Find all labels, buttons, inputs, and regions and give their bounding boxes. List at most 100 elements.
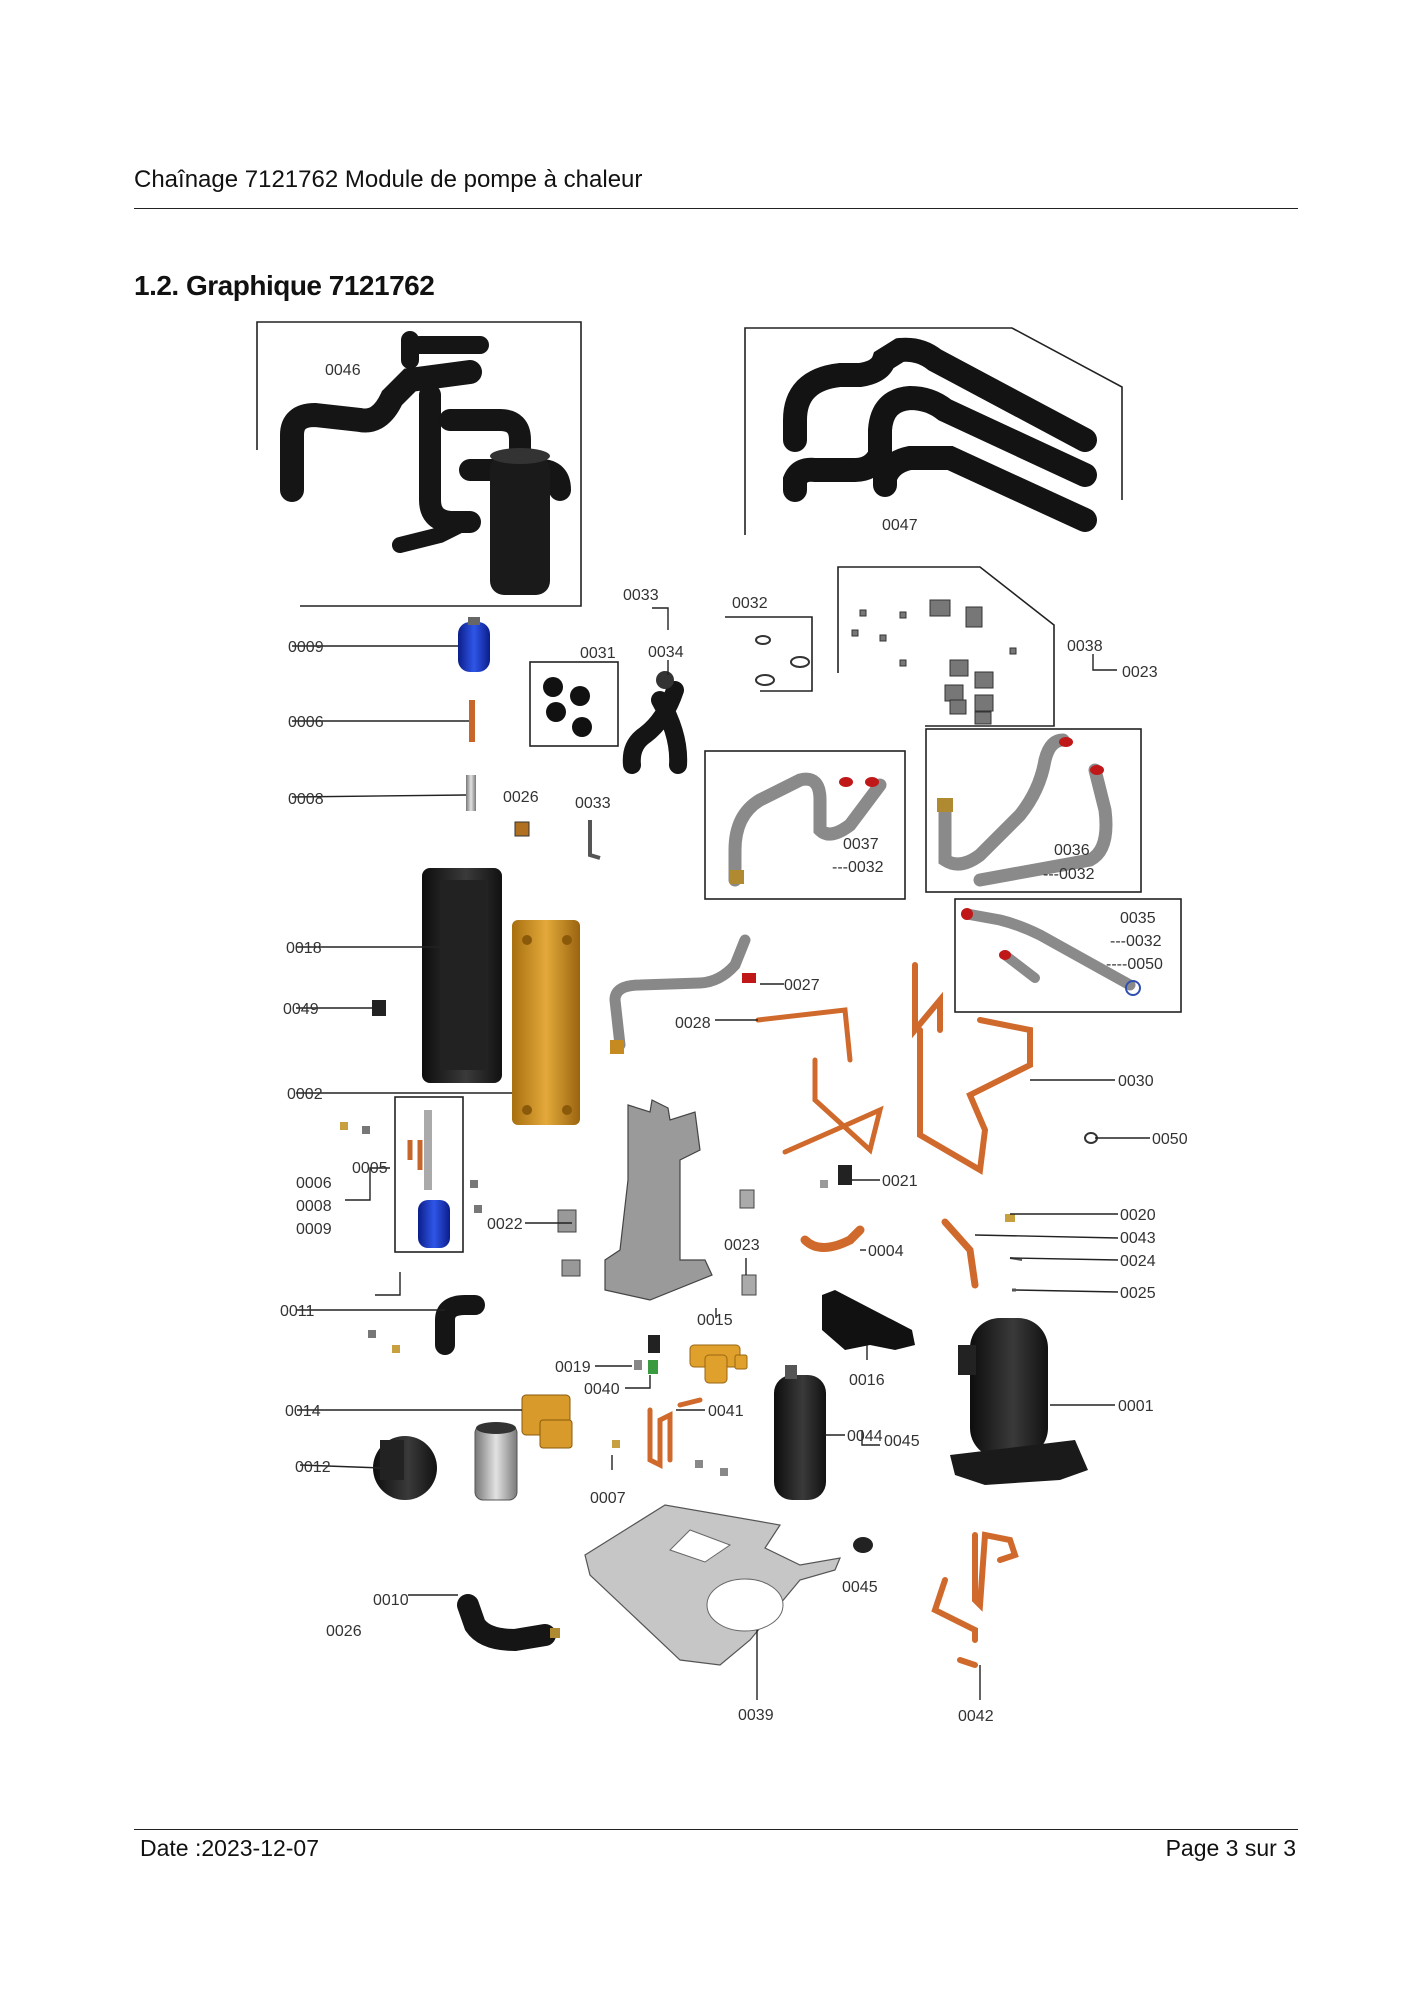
document-header-title: Chaînage 7121762 Module de pompe à chale… (134, 166, 643, 193)
callout-0033: 0033 (575, 795, 611, 812)
pipe-assembly-0035 (961, 908, 1136, 991)
callout-0026: 0026 (503, 789, 539, 806)
callout-0023: 0023 (724, 1237, 760, 1254)
callout-0008: 0008 (296, 1198, 332, 1215)
callout-0004: 0004 (868, 1243, 904, 1260)
copper-pipes-0041 (647, 1397, 703, 1470)
section-heading: 1.2. Graphique 7121762 (134, 270, 435, 301)
callout-0014: 0014 (285, 1403, 321, 1420)
callout-0008: 0008 (288, 791, 324, 808)
callout-0023: 0023 (1122, 664, 1158, 681)
callout-0010: 0010 (373, 1592, 409, 1609)
callout-0036-sub: ---0032 (1043, 866, 1095, 883)
plate-heat-exchanger-0002 (512, 920, 580, 1125)
base-plate-0039 (584, 1504, 841, 1666)
callout-0045: 0045 (884, 1433, 920, 1450)
callout-0019: 0019 (555, 1359, 591, 1376)
part-0023 (739, 1189, 755, 1209)
insulation-pipes-0047 (783, 337, 1097, 532)
gasket-set-0031 (543, 677, 592, 737)
frame-0036 (925, 728, 1142, 893)
frame-0047 (744, 327, 1123, 535)
insulation-cylinder-0046 (490, 455, 550, 595)
pipe-assembly-0036 (938, 733, 1113, 887)
callout-0009: 0009 (288, 639, 324, 656)
part-0007 (612, 1440, 620, 1448)
callout-0033: 0033 (623, 587, 659, 604)
sensor-0019 (634, 1360, 642, 1370)
callout-0021: 0021 (882, 1173, 918, 1190)
accumulator-0045 (774, 1375, 826, 1500)
header-divider (134, 208, 1298, 209)
callout-0030: 0030 (1118, 1073, 1154, 1090)
callout-0040: 0040 (584, 1381, 620, 1398)
copper-tube-0043 (941, 1218, 979, 1289)
pipe-assembly-0037 (728, 772, 887, 887)
callout-0011: 0011 (280, 1303, 315, 1320)
callout-0042: 0042 (958, 1708, 994, 1725)
callout-0047: 0047 (882, 517, 918, 534)
frame-0046 (256, 321, 582, 607)
footer-date: Date :2023-12-07 (140, 1835, 320, 1861)
callout-0027: 0027 (784, 977, 820, 994)
callout-0035: 0035 (1120, 910, 1156, 927)
callout-0032: 0032 (732, 595, 768, 612)
black-elbow-0011 (435, 1295, 485, 1355)
silver-pipe-0027 (609, 934, 751, 1051)
callout-0028: 0028 (675, 1015, 711, 1032)
callout-0038: 0038 (1067, 638, 1103, 655)
fitting-0026 (514, 821, 530, 837)
grommet-0045 (853, 1537, 873, 1553)
callout-labels: 0046 0047 0033 0032 0009 0031 0034 0038 … (280, 362, 1188, 1725)
callout-0034: 0034 (648, 644, 684, 661)
fitting-0008 (466, 775, 476, 811)
copper-fitting-0004 (800, 1225, 865, 1252)
clips-0038 (851, 599, 1017, 725)
callout-0006: 0006 (296, 1175, 332, 1192)
callout-0043: 0043 (1120, 1230, 1156, 1247)
callout-0018: 0018 (286, 940, 322, 957)
copper-tube-0006 (469, 700, 475, 742)
compressor-0001 (950, 1318, 1088, 1485)
callout-0037-sub: ---0032 (832, 859, 884, 876)
callout-0035-sub1: ---0032 (1110, 933, 1162, 950)
callout-0045: 0045 (842, 1579, 878, 1596)
callout-0005: 0005 (352, 1160, 388, 1177)
pump-motor-0012 (373, 1436, 437, 1500)
frame-0035 (954, 898, 1182, 1013)
callout-0001: 0001 (1118, 1398, 1154, 1415)
callout-0016: 0016 (849, 1372, 885, 1389)
black-cover-0016 (822, 1290, 915, 1350)
callout-0036: 0036 (1054, 842, 1090, 859)
frame-0032 (725, 616, 813, 692)
callout-0035-sub2: ----0050 (1106, 956, 1163, 973)
copper-pipes-0028 (755, 1007, 884, 1155)
frame-0031 (529, 661, 619, 747)
clamp-0033 (588, 820, 601, 860)
footer-divider (134, 1829, 1298, 1830)
frame-0037 (704, 750, 906, 900)
black-elbow-0010 (457, 1594, 556, 1652)
black-hose-0034 (622, 681, 688, 774)
callout-0039: 0039 (738, 1707, 774, 1724)
copper-pipes-0030 (912, 962, 1033, 1175)
footer-page-number: Page 3 sur 3 (1165, 1835, 1296, 1861)
callout-0041: 0041 (708, 1403, 744, 1420)
subassembly-0005 (407, 1110, 450, 1248)
leader-lines (291, 607, 1150, 1700)
small-seals-0032 (755, 635, 810, 686)
frame-0038 (837, 566, 1055, 727)
callout-0012: 0012 (295, 1459, 331, 1476)
part-0049 (372, 1000, 386, 1016)
expansion-vessel (474, 1424, 518, 1501)
callout-0022: 0022 (487, 1216, 523, 1233)
callout-0046: 0046 (325, 362, 361, 379)
copper-pipes-0042 (931, 1531, 1019, 1668)
pump-body-0014 (521, 1394, 573, 1449)
valve-body-0015 (689, 1344, 748, 1384)
callout-0049: 0049 (283, 1001, 319, 1018)
callout-0007: 0007 (590, 1490, 626, 1507)
valve-0021 (838, 1165, 852, 1185)
callout-0024: 0024 (1120, 1253, 1156, 1270)
callout-0031: 0031 (580, 645, 616, 662)
